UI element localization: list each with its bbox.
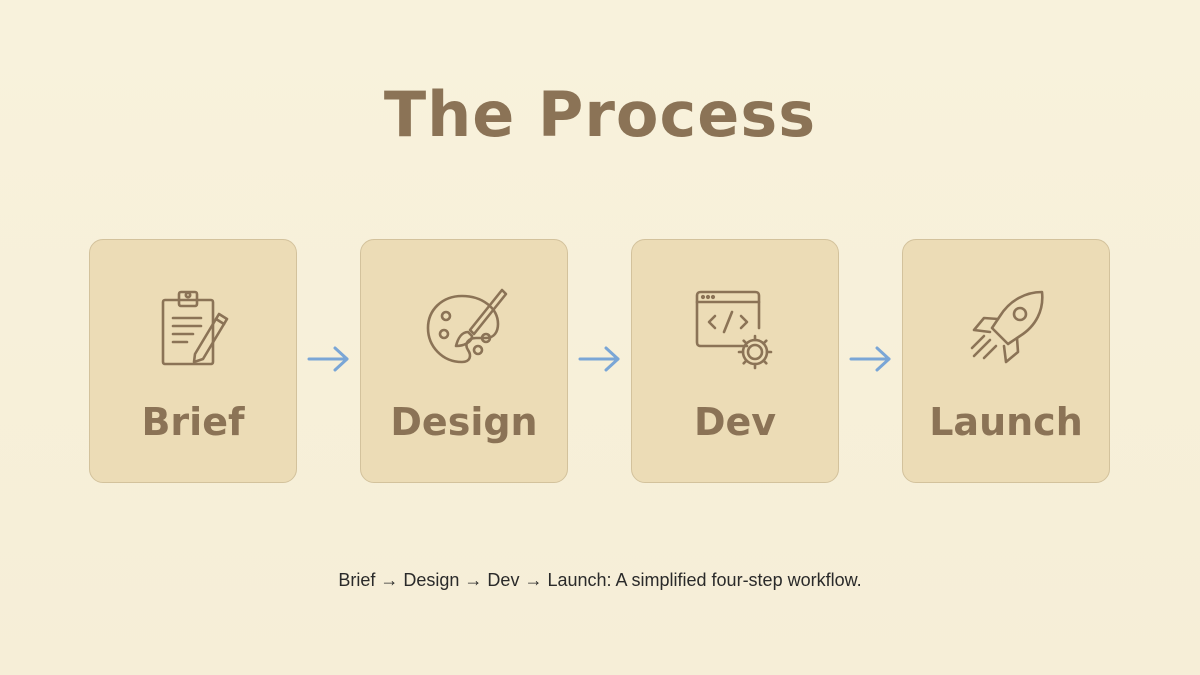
- step-label: Design: [390, 400, 538, 444]
- clipboard-pencil-icon: [147, 284, 239, 376]
- rocket-icon: [960, 284, 1052, 376]
- arrow-right-icon: [848, 343, 894, 375]
- step-design: Design: [360, 239, 568, 483]
- paint-palette-icon: [418, 284, 510, 376]
- step-label: Launch: [929, 400, 1083, 444]
- step-dev: Dev: [631, 239, 839, 483]
- arrow-right-icon: [577, 343, 623, 375]
- caption: Brief → Design → Dev → Launch: A simplif…: [338, 570, 862, 590]
- page-title: The Process: [383, 78, 817, 151]
- code-window-gear-icon: [689, 284, 781, 376]
- step-launch: Launch: [902, 239, 1110, 483]
- arrow-right-icon: [306, 343, 352, 375]
- step-label: Dev: [693, 400, 777, 444]
- step-brief: Brief: [89, 239, 297, 483]
- step-label: Brief: [141, 400, 245, 444]
